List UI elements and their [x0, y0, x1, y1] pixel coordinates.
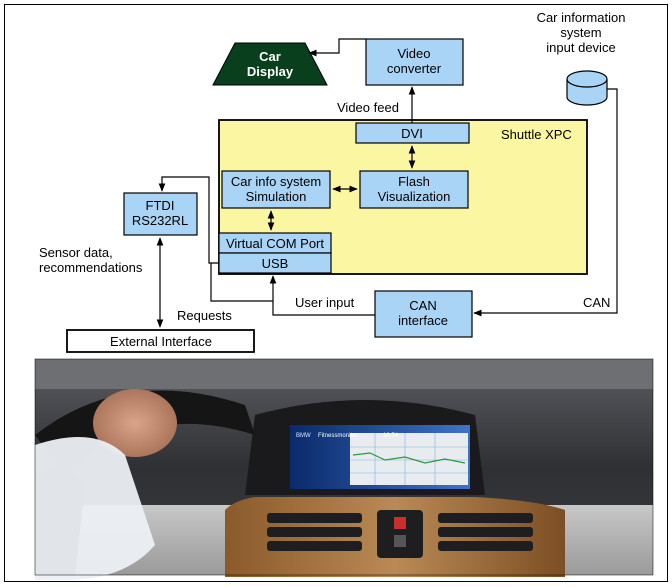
video-feed-label: Video feed [337, 100, 399, 115]
can-label: CAN [583, 295, 610, 310]
input-device-cylinder [566, 70, 608, 106]
car-interior-photo: BMW Fitnessmonitor 16:54 [34, 358, 654, 580]
screen-time: 16:54 [383, 433, 399, 439]
line-user-input-to-ftdi [210, 263, 273, 302]
line-usb-to-ftdi [158, 176, 219, 264]
shuttle-xpc-label: Shuttle XPC [501, 127, 572, 142]
ftdi-box [123, 192, 198, 236]
external-interface-label: External Interface [110, 334, 212, 349]
virtual-com-port-label: Virtual COM Port [226, 236, 324, 251]
car-info-simulation-box [221, 170, 331, 209]
screen-title: Fitnessmonitor [318, 433, 357, 439]
user-input-label: User input [295, 295, 355, 310]
line-device-to-can [473, 88, 618, 317]
screen-brand: BMW [296, 433, 311, 439]
line-can-to-usb [269, 275, 375, 316]
requests-label: Requests [177, 308, 232, 323]
external-interface-box [66, 329, 255, 353]
flash-visualization-box [359, 170, 469, 209]
sensor-data-label: Sensor data,recommendations [39, 245, 143, 275]
arrow-converter-to-display [308, 38, 366, 57]
car-display-shape [212, 42, 328, 86]
dvi-label: DVI [401, 126, 423, 141]
usb-label: USB [262, 256, 289, 271]
can-interface-box [374, 290, 473, 338]
video-converter-box [365, 38, 464, 86]
